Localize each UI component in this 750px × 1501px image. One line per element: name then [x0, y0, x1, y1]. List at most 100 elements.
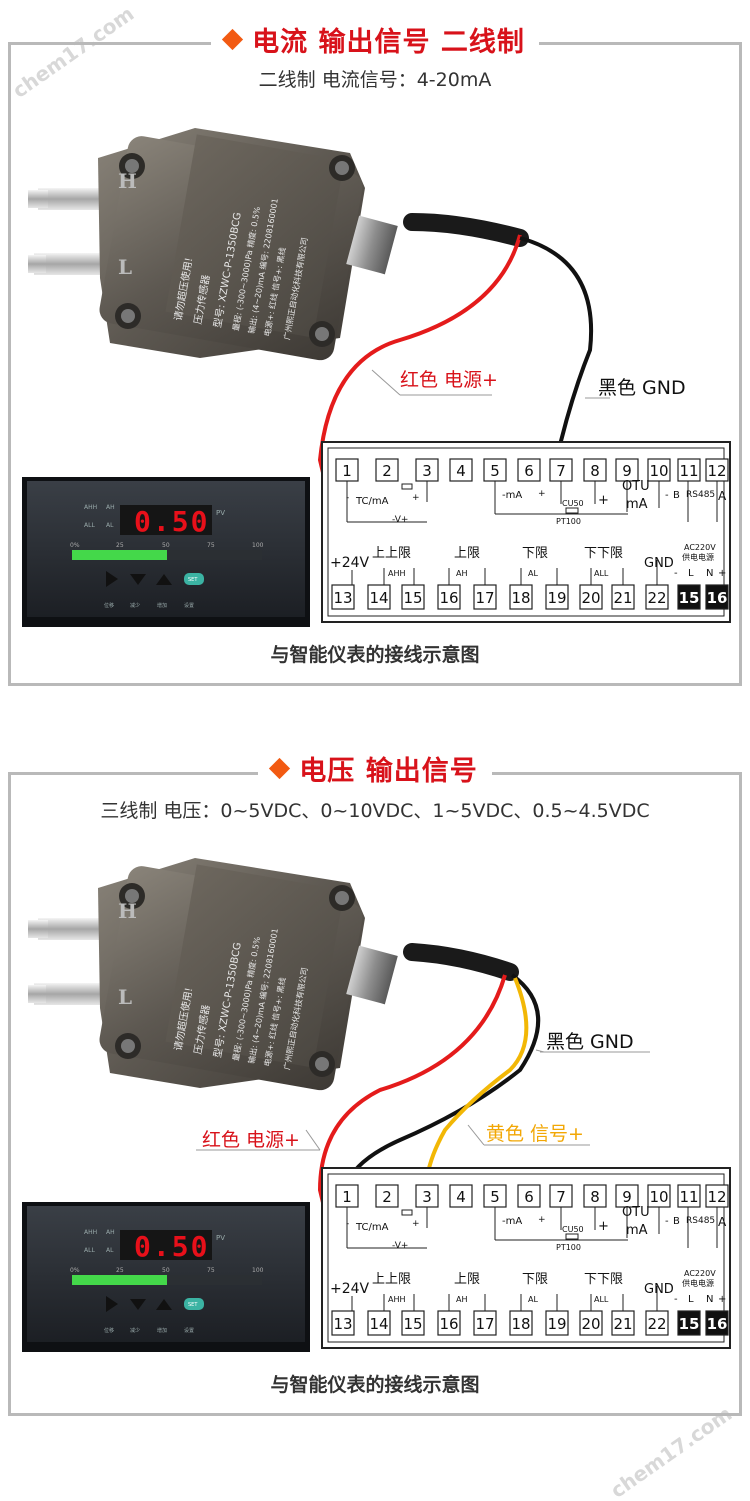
section2-subtitle: 三线制 电压：0~5VDC、0~10VDC、1~5VDC、0.5~4.5VDC — [100, 800, 650, 822]
terminal-bottom-label: 17 — [475, 1315, 494, 1333]
meter2-scale-100: 100 — [252, 1267, 264, 1274]
increase-icon[interactable] — [156, 1299, 172, 1310]
meter1-bar-fill — [72, 550, 167, 560]
diagram-label: + — [538, 489, 546, 499]
meter1-btn-shift: 位移 — [104, 602, 114, 609]
diagram-label: L — [688, 568, 694, 579]
terminal-bottom-label: 15 — [403, 1315, 422, 1333]
terminal-top-label: 1 — [342, 462, 352, 480]
sensor1-port-h: H — [118, 169, 137, 193]
meter2-scale-25: 25 — [116, 1267, 124, 1274]
diagram-label: AHH — [388, 569, 406, 578]
diagram-label: PT100 — [556, 1243, 581, 1252]
diagram-label: - — [674, 1294, 678, 1305]
diagram-label: mA — [626, 1223, 648, 1238]
terminal-bottom-label: 16 — [707, 1315, 728, 1333]
diagram-label: -V+ — [392, 515, 408, 525]
terminal-top-label: 2 — [382, 462, 392, 480]
section2-heading: 电压 输出信号 — [0, 749, 750, 788]
terminal-top-label: 6 — [524, 1188, 534, 1206]
meter2-btn-set: 设置 — [184, 1327, 194, 1334]
terminal-top-label: 2 — [382, 1188, 392, 1206]
diagram-label: 下下限 — [584, 1272, 623, 1287]
terminal-bottom-label: 20 — [581, 589, 600, 607]
sensor2-port-l: L — [118, 985, 132, 1009]
terminal-top-label: 1 — [342, 1188, 352, 1206]
black-wire-2 — [344, 973, 541, 1187]
set-button[interactable] — [184, 1298, 204, 1310]
terminal-bottom-label: 20 — [581, 1315, 600, 1333]
meter2-bar-fill — [72, 1275, 167, 1285]
diagram-label: PT100 — [556, 517, 581, 526]
meter2-scale-0: 0% — [70, 1267, 80, 1274]
meter1-ahh: AHH — [84, 504, 97, 511]
meter1-display: 0.50 — [134, 505, 209, 538]
diagram-label: A — [718, 1215, 727, 1229]
terminal-top-label: 5 — [490, 1188, 500, 1206]
terminal-bottom-2 — [367, 584, 391, 610]
increase-icon[interactable] — [156, 574, 172, 585]
shift-icon[interactable] — [106, 1296, 118, 1312]
terminal-top-label: 6 — [524, 462, 534, 480]
yellow-wire-2 — [424, 977, 529, 1187]
terminal-bottom-3 — [401, 1310, 425, 1336]
sensor1-port-l: L — [118, 255, 132, 279]
diagram-label: 下下限 — [584, 546, 623, 561]
terminal-top-label: 10 — [649, 462, 668, 480]
set-button[interactable] — [184, 573, 204, 585]
diagram-label: - — [665, 490, 669, 501]
terminal-bottom-label: 22 — [647, 1315, 666, 1333]
cable-sheath-1 — [403, 213, 529, 247]
diagram-label: N — [706, 568, 713, 579]
shift-icon[interactable] — [106, 571, 118, 587]
section1-heading-text: 电流 输出信号 二线制 — [252, 27, 525, 58]
terminal-bottom-label: 18 — [511, 589, 530, 607]
meter2-btn-shift: 位移 — [104, 1327, 114, 1334]
meter1-scale-75: 75 — [207, 542, 215, 549]
diagram-label: + — [598, 493, 609, 508]
meter2-display: 0.50 — [134, 1230, 209, 1263]
meter2-all: ALL — [84, 1247, 95, 1254]
terminal-bottom-label: 15 — [679, 1315, 700, 1333]
diagram-label: 供电电源 — [682, 552, 714, 562]
meter1-all: ALL — [84, 522, 95, 529]
diagram-label: AHH — [388, 1295, 406, 1304]
diagram-label: - — [674, 568, 678, 579]
diagram-label: - — [665, 1216, 669, 1227]
sensor-2: H L 请勿超压使用! 压力传感器 型号: XZWC-P-1350BCG 量程:… — [28, 858, 398, 1093]
terminal-bottom-label: 13 — [333, 1315, 352, 1333]
diagram-label: -mA — [502, 1216, 522, 1227]
diagram-label: 上上限 — [372, 1272, 411, 1287]
diagram-label: OTU — [622, 1205, 650, 1220]
terminal-bottom-label: 14 — [369, 1315, 388, 1333]
terminal-bottom-label: 14 — [369, 589, 388, 607]
section1-black-label: 黑色 GND — [598, 377, 686, 399]
section2-heading-text: 电压 输出信号 — [299, 756, 478, 787]
terminal-top-label: 11 — [679, 462, 698, 480]
diagram-label: -mA — [502, 490, 522, 501]
section1-subtitle: 二线制 电流信号：4-20mA — [258, 69, 492, 91]
diagram-label: AC220V — [684, 1269, 716, 1278]
terminal-bottom-label: 22 — [647, 589, 666, 607]
meter2-al: AL — [106, 1247, 114, 1254]
sensor-1: H L 请勿超压使用! 压力传感器 型号: XZWC-P-1350BCG 量程:… — [28, 128, 398, 363]
meter2-set: SET — [188, 1302, 198, 1308]
terminal-top-label: 3 — [422, 462, 432, 480]
meter2-ahh: AHH — [84, 1229, 97, 1236]
terminal-bottom-label: 18 — [511, 1315, 530, 1333]
terminal-bottom-label: 16 — [439, 1315, 458, 1333]
decrease-icon[interactable] — [130, 1299, 146, 1310]
diagram-label: CU50 — [562, 1225, 584, 1234]
diagram-label: -V+ — [392, 1241, 408, 1251]
meter1-ah: AH — [106, 504, 115, 511]
diagram-label: +24V — [330, 555, 370, 571]
terminal-top-2 — [375, 1184, 399, 1208]
meter1-scale-100: 100 — [252, 542, 264, 549]
decrease-icon[interactable] — [130, 574, 146, 585]
meter1-set: SET — [188, 577, 198, 583]
terminal-top-6 — [517, 458, 541, 482]
terminal-bottom-2 — [367, 1310, 391, 1336]
terminal-bottom-12 — [705, 584, 729, 610]
